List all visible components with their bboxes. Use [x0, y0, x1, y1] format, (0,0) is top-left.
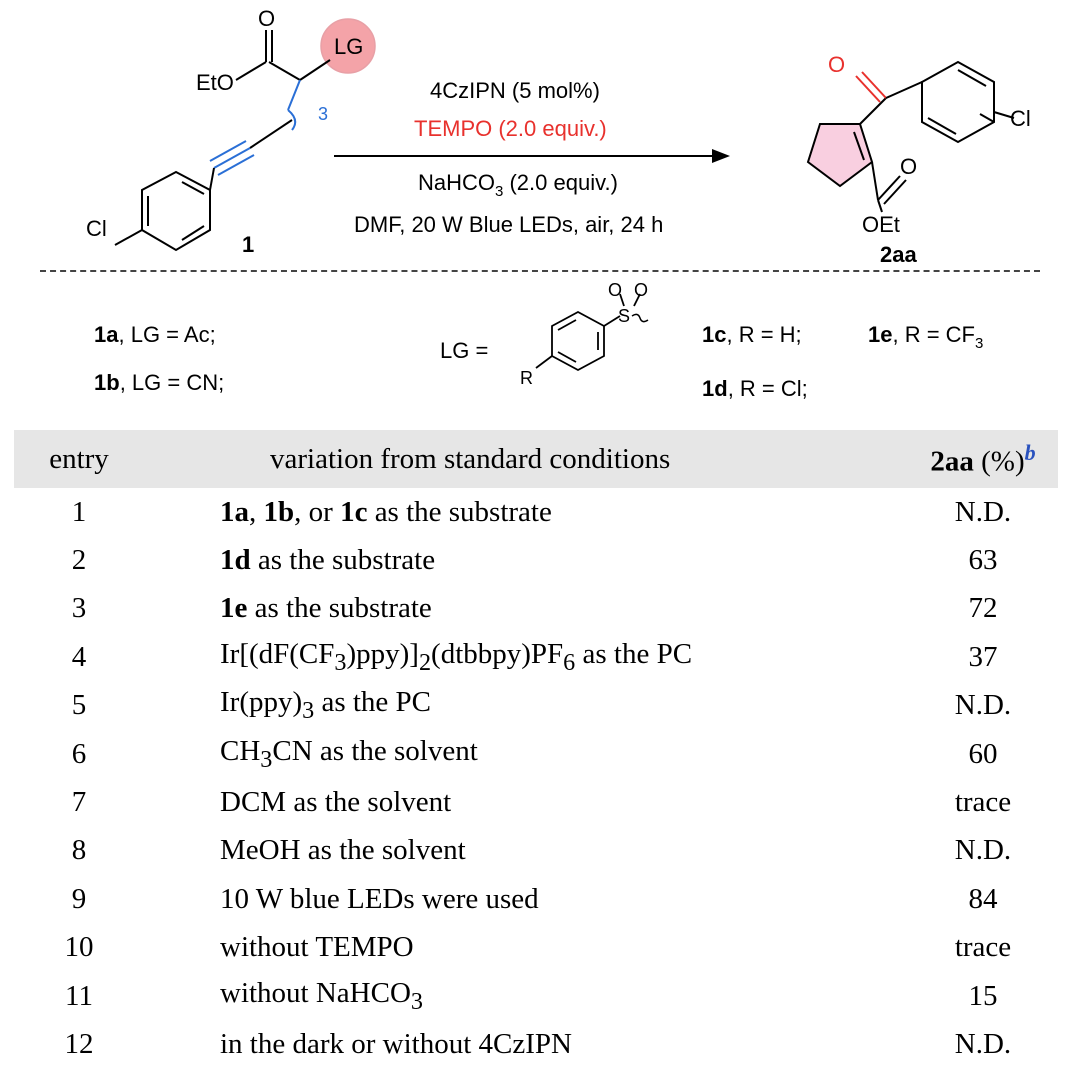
header-variation: variation from standard conditions [270, 442, 671, 475]
sulfonyl-structure [535, 293, 649, 372]
cell-entry: 10 [64, 931, 94, 964]
cell-variation: Ir[(dF(CF3)ppy)]2(dtbbpy)PF6 as the PC [220, 637, 693, 676]
sulfonyl-o-2: O [634, 280, 648, 300]
table-row: 7 DCM as the solvent trace [14, 778, 1058, 826]
table-row: 11 without NaHCO3 15 [14, 972, 1058, 1020]
cell-entry: 6 [71, 737, 87, 770]
substrate-structure [114, 18, 376, 252]
cell-yield: trace [954, 786, 1012, 819]
cell-yield: 15 [968, 979, 998, 1012]
cell-variation: 1a, 1b, or 1c as the substrate [220, 495, 552, 528]
cell-entry: 3 [71, 592, 87, 625]
atom-oet: OEt [862, 212, 900, 237]
reaction-scheme: O EtO LG 3 Cl 1 4CzIPN (5 mol%) TEMPO (2… [86, 6, 1031, 401]
table-row: 8 MeOH as the solvent N.D. [14, 827, 1058, 875]
condition-line-1: 4CzIPN (5 mol%) [430, 78, 600, 103]
cell-entry: 11 [65, 979, 93, 1012]
cell-variation: 1e as the substrate [220, 592, 432, 625]
arrow-head [712, 149, 730, 163]
cell-yield: N.D. [954, 495, 1012, 528]
legend-1c: 1c, R = H; [702, 322, 802, 347]
conditions-table-container: entry variation from standard conditions… [0, 430, 1080, 1069]
table-row: 9 10 W blue LEDs were used 84 [14, 875, 1058, 923]
product-structure [806, 60, 1015, 213]
cell-variation: CH3CN as the solvent [220, 734, 478, 773]
cell-yield: 37 [968, 640, 998, 673]
cell-variation: without TEMPO [220, 931, 414, 964]
cell-entry: 5 [71, 689, 87, 722]
cell-entry: 2 [71, 544, 87, 577]
table-row: 12 in the dark or without 4CzIPN N.D. [14, 1020, 1058, 1068]
cell-variation: 1d as the substrate [220, 544, 436, 577]
table-row: 3 1e as the substrate 72 [14, 585, 1058, 633]
atom-o-product-ester: O [900, 154, 917, 179]
legend-1e: 1e, R = CF3 [868, 322, 983, 352]
cell-yield: 63 [968, 544, 998, 577]
cell-entry: 4 [71, 640, 87, 673]
condition-line-4: DMF, 20 W Blue LEDs, air, 24 h [354, 212, 663, 237]
cell-entry: 9 [71, 882, 87, 915]
condition-line-2: TEMPO (2.0 equiv.) [414, 116, 607, 141]
substrate-label: 1 [242, 232, 254, 257]
legend-1a: 1a, LG = Ac; [94, 322, 216, 347]
table-row: 2 1d as the substrate 63 [14, 536, 1058, 584]
atom-cl-1: Cl [86, 216, 107, 241]
legend-lg-equals: LG = [440, 338, 488, 363]
cell-variation: DCM as the solvent [220, 786, 452, 819]
cell-entry: 8 [71, 834, 87, 867]
cell-entry: 7 [71, 786, 87, 819]
cell-yield: 84 [968, 882, 998, 915]
cell-variation: Ir(ppy)3 as the PC [220, 686, 432, 725]
sulfonyl-s: S [618, 306, 630, 326]
cell-yield: 60 [968, 737, 998, 770]
table-row: 1 1a, 1b, or 1c as the substrate N.D. [14, 488, 1058, 536]
lg-highlight-circle [320, 18, 376, 74]
atom-o-1: O [258, 6, 275, 31]
product-label: 2aa [880, 242, 917, 267]
table-header-row: entry variation from standard conditions… [14, 430, 1058, 488]
atom-eto: EtO [196, 70, 234, 95]
table-row: 4 Ir[(dF(CF3)ppy)]2(dtbbpy)PF6 as the PC… [14, 633, 1058, 681]
dashed-divider [40, 270, 1040, 272]
cell-yield: 72 [968, 592, 998, 625]
sulfonyl-r: R [520, 368, 533, 388]
legend-1d: 1d, R = Cl; [702, 376, 808, 401]
atom-cl-2: Cl [1010, 106, 1031, 131]
header-entry: entry [49, 442, 109, 475]
table-row: 5 Ir(ppy)3 as the PC N.D. [14, 682, 1058, 730]
table-row: 6 CH3CN as the solvent 60 [14, 730, 1058, 778]
chain-subscript: 3 [318, 104, 328, 124]
cell-yield: N.D. [954, 689, 1012, 722]
cell-yield: N.D. [954, 1027, 1012, 1060]
cell-yield: trace [954, 931, 1012, 964]
cell-yield: N.D. [954, 834, 1012, 867]
cell-entry: 1 [71, 495, 87, 528]
optimization-table: entry variation from standard conditions… [14, 430, 1058, 1069]
cell-variation: 10 W blue LEDs were used [220, 882, 539, 915]
table-row: 10 without TEMPO trace [14, 924, 1058, 972]
cell-variation: in the dark or without 4CzIPN [220, 1027, 572, 1060]
cell-variation: MeOH as the solvent [220, 834, 466, 867]
header-yield: 2aa (%)b [930, 439, 1036, 478]
atom-lg: LG [334, 34, 363, 59]
atom-o-product-ketone: O [828, 52, 845, 77]
legend-1b: 1b, LG = CN; [94, 370, 224, 395]
cell-entry: 12 [64, 1027, 94, 1060]
cell-variation: without NaHCO3 [220, 976, 423, 1015]
sulfonyl-o-1: O [608, 280, 622, 300]
condition-line-3: NaHCO3 (2.0 equiv.) [418, 170, 618, 200]
